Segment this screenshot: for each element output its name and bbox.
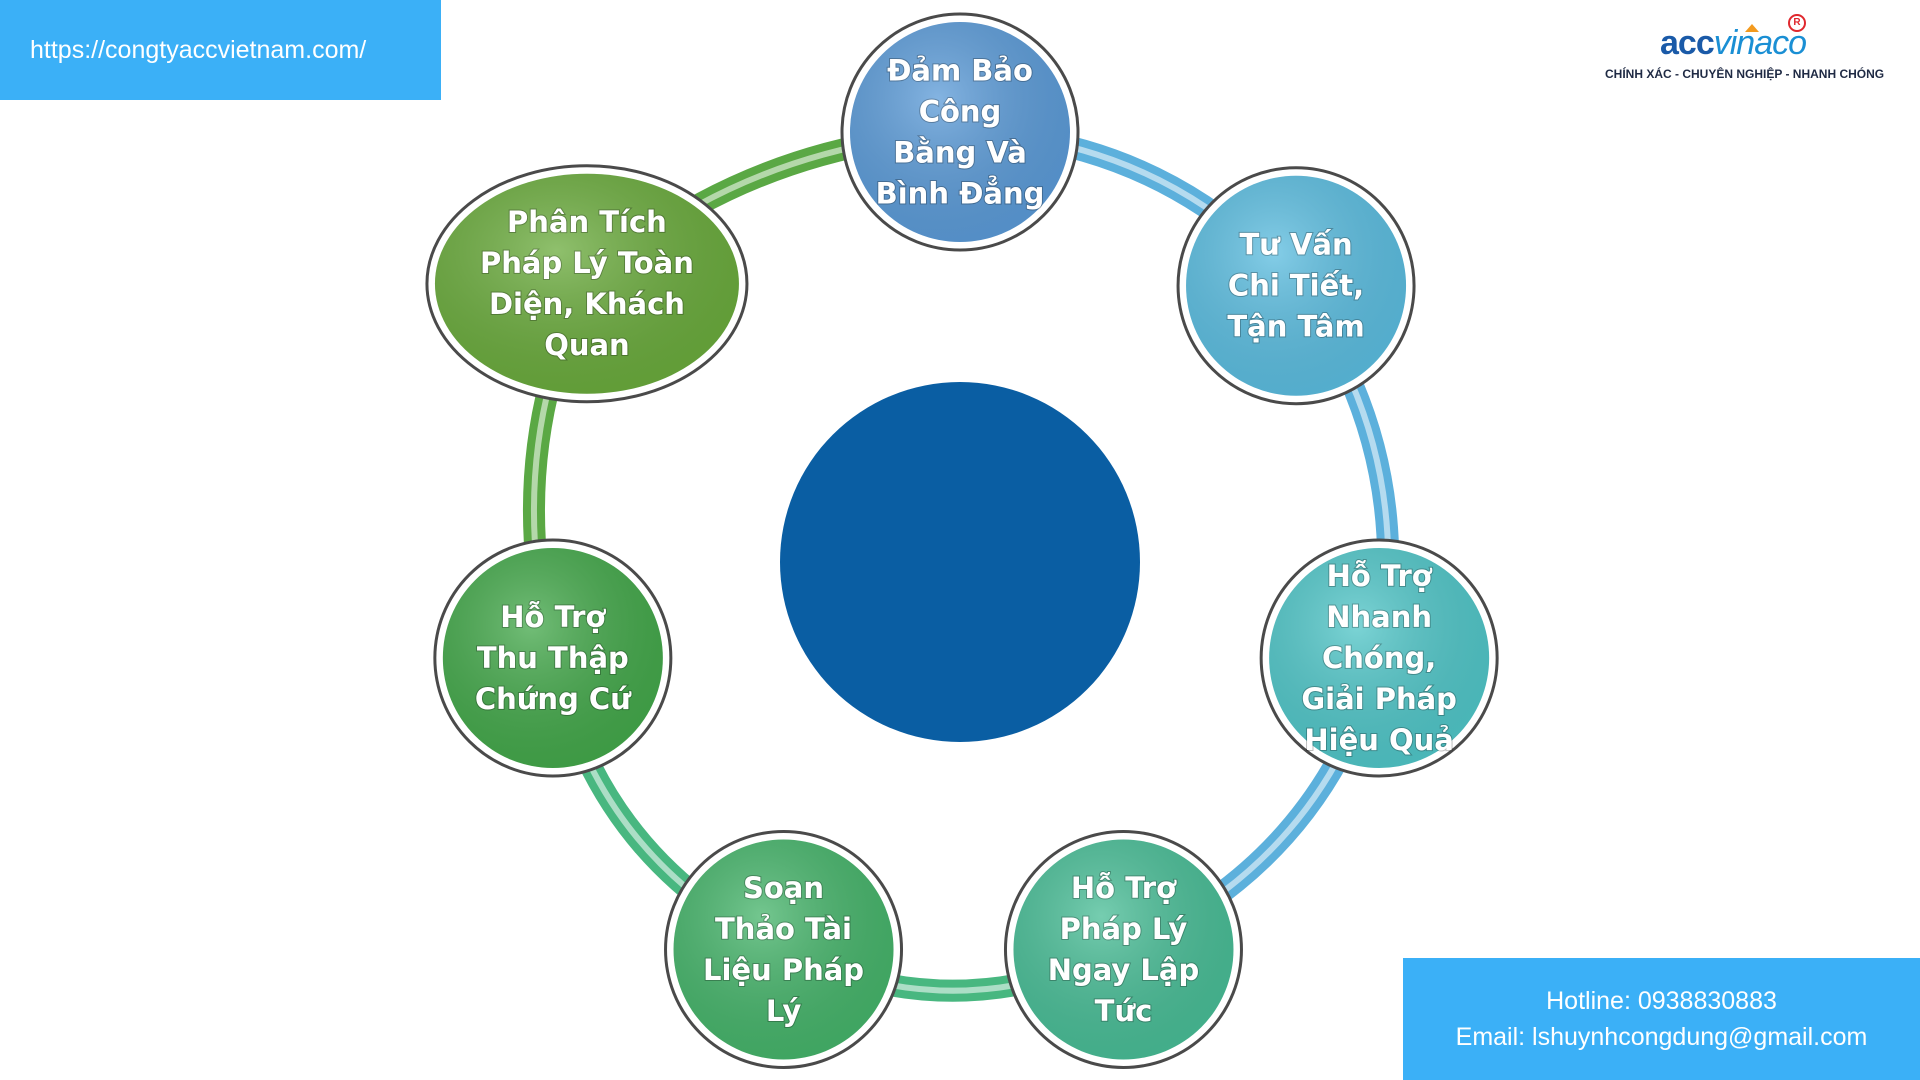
node-label-line: Nhanh — [1326, 600, 1432, 634]
node-label-line: Quan — [544, 328, 630, 362]
node-label-line: Diện, Khách — [489, 287, 685, 321]
node-shading — [442, 547, 663, 768]
website-link[interactable]: https://congtyaccvietnam.com/ — [0, 0, 441, 100]
node-label-line: Ngay Lập — [1048, 953, 1200, 987]
node-label-line: Lý — [766, 994, 802, 1028]
node-label-line: Tận Tâm — [1227, 310, 1364, 344]
node-label-line: Hiệu Quả — [1304, 723, 1454, 757]
node-label-line: Công — [919, 95, 1002, 129]
node-shading — [1269, 547, 1490, 768]
node-label-line: Tư Vấn — [1239, 228, 1352, 262]
node-label-line: Tức — [1095, 994, 1153, 1028]
node-label-line: Đảm Bảo — [887, 54, 1033, 88]
node-shading — [434, 173, 739, 394]
email-text: Email: lshuynhcongdung@gmail.com — [1455, 1023, 1868, 1051]
node-label-line: Soạn — [743, 871, 824, 905]
node-shading — [673, 839, 894, 1060]
node-label-line: Thảo Tài — [715, 912, 852, 946]
node-label-line: Chi Tiết, — [1228, 269, 1364, 303]
accvinaco-logo: accvinaco R CHÍNH XÁC - CHUYÊN NGHIỆP - … — [1595, 10, 1895, 90]
logo-wordmark-acc: acc — [1660, 24, 1715, 62]
contact-box: Hotline: 0938830883 Email: lshuynhcongdu… — [1403, 958, 1920, 1080]
node-label-line: Bình Đẳng — [876, 175, 1045, 211]
node-label-line: Chứng Cứ — [475, 682, 632, 716]
node-label-line: Hỗ Trợ — [1071, 871, 1177, 905]
node-label-line: Chóng, — [1322, 641, 1436, 675]
node-shading — [1013, 839, 1234, 1060]
node-label-line: Pháp Lý — [1060, 912, 1188, 946]
node-label-line: Phân Tích — [507, 205, 667, 239]
node-label-line: Giải Pháp — [1301, 682, 1457, 716]
logo-tagline: CHÍNH XÁC - CHUYÊN NGHIỆP - NHANH CHÓNG — [1605, 67, 1885, 81]
registered-icon: R — [1788, 14, 1806, 32]
node-label-line: Bằng Và — [893, 136, 1027, 170]
hotline-text: Hotline: 0938830883 — [1546, 987, 1777, 1015]
node-shading — [1186, 175, 1407, 396]
node-label-line: Liệu Pháp — [703, 953, 864, 987]
node-label-line: Thu Thập — [477, 641, 629, 675]
center-circle — [780, 382, 1140, 742]
node-label-line: Hỗ Trợ — [1327, 559, 1433, 593]
logo-roof-icon — [1745, 24, 1759, 32]
node-label-line: Hỗ Trợ — [500, 600, 606, 634]
node-label-line: Pháp Lý Toàn — [480, 246, 694, 280]
node-shading — [850, 22, 1070, 242]
